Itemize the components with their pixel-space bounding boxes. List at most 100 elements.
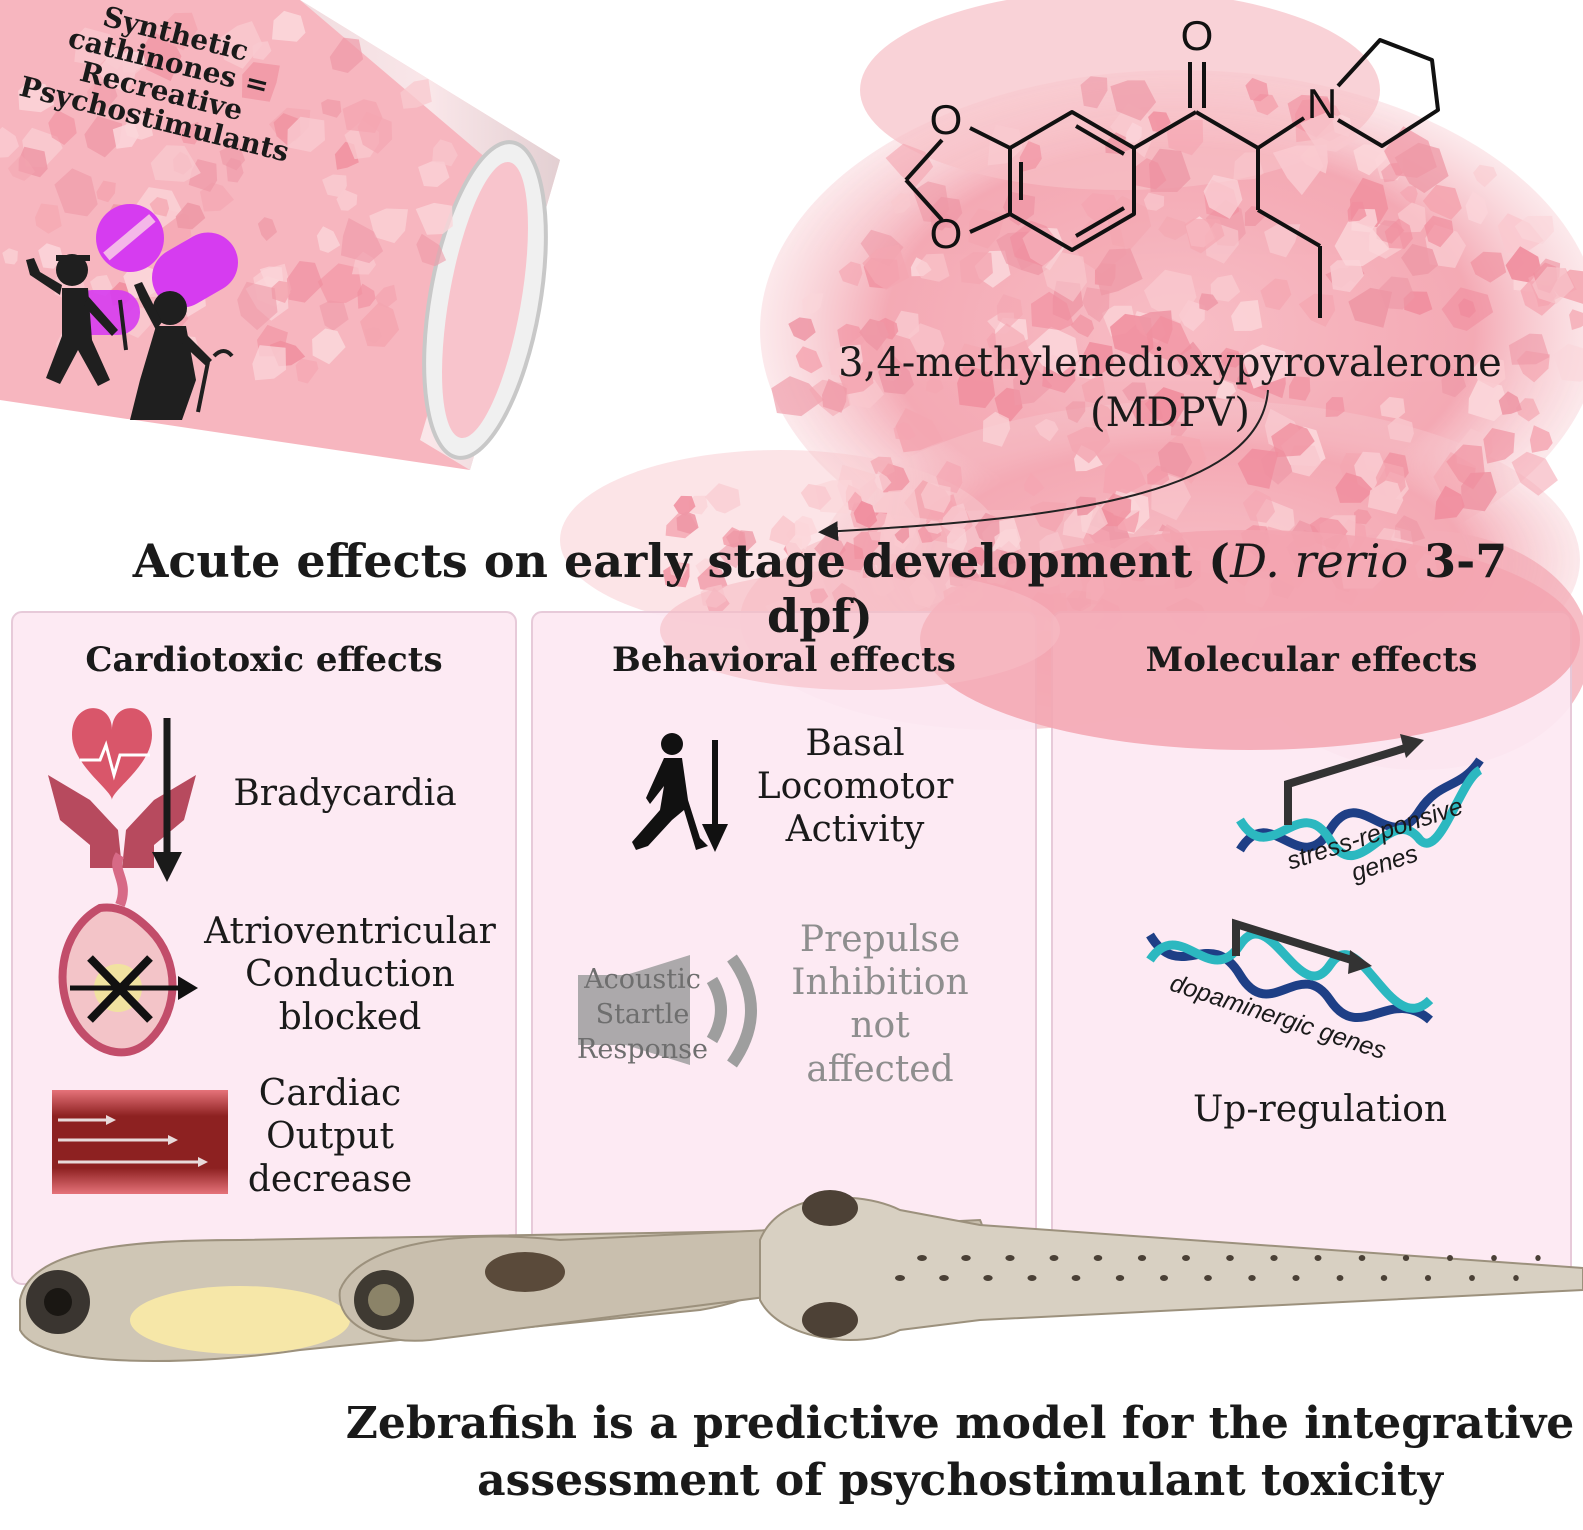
crystal-grain <box>1031 291 1074 331</box>
crystal-grain <box>1264 224 1301 258</box>
pigment-spot <box>1314 1255 1322 1261</box>
crystal-grain <box>1009 220 1063 268</box>
effect-line: Output <box>266 1116 394 1158</box>
crystal-grain <box>785 538 803 560</box>
crystal-grain <box>1105 195 1152 249</box>
crystal-grain <box>967 546 988 567</box>
crystal-grain <box>163 12 198 51</box>
pigment-spot <box>1292 1275 1300 1281</box>
crystal-grain <box>984 549 1003 568</box>
crystal-grain <box>982 411 1011 447</box>
prepulse-inhibition-label: Prepulse Inhibition not affected <box>770 918 990 1091</box>
crystal-grain <box>257 217 277 241</box>
crystal-grain <box>1148 111 1171 132</box>
crystal-grain <box>1027 326 1080 375</box>
walking-person-icon <box>632 733 708 850</box>
crystal-grain <box>316 226 341 253</box>
crystal-grain <box>1065 401 1086 423</box>
crystal-grain <box>1348 287 1393 328</box>
crystal-grain <box>929 196 963 229</box>
crystal-grain <box>219 21 263 69</box>
crystal-grain <box>178 121 201 145</box>
pigment-spot <box>1447 1255 1453 1261</box>
cardiac-output-label: Cardiac Output decrease <box>220 1072 440 1202</box>
crystal-grain <box>54 168 98 217</box>
crystal-grain <box>1515 398 1540 422</box>
crystal-grain <box>1237 448 1279 489</box>
effect-line: blocked <box>278 997 422 1039</box>
crystal-grain <box>1569 309 1583 330</box>
crystal-grain <box>1242 489 1275 523</box>
crystal-grain <box>1394 142 1449 194</box>
crystal-grain <box>859 318 889 351</box>
crystal-grain <box>1125 122 1142 143</box>
crystal-grain <box>1473 164 1497 188</box>
crystal-grain <box>1143 192 1165 211</box>
crystal-grain <box>870 456 895 476</box>
crystal-grain <box>673 495 696 516</box>
pigment-spot <box>895 1275 905 1281</box>
crystal-grain <box>1441 368 1467 398</box>
crystal-grain <box>996 294 1023 328</box>
pigment-spot <box>1005 1255 1015 1261</box>
pigment-spot <box>1380 1275 1388 1281</box>
pigment-spot <box>1049 1255 1059 1261</box>
crystal-grain <box>104 54 141 86</box>
crystal-grain <box>814 535 846 563</box>
crystal-grain <box>1144 269 1197 323</box>
crystal-grain <box>124 110 154 140</box>
crystal-grain <box>1231 300 1263 331</box>
crystal-grain <box>1468 379 1509 422</box>
effect-line: Prepulse <box>799 919 961 960</box>
crystal-grain <box>35 203 62 234</box>
crystal-grain <box>957 364 996 409</box>
crystal-grain <box>669 561 688 579</box>
crystal-grain <box>920 482 951 513</box>
crystal-grain <box>319 300 349 331</box>
crystal-grain <box>1132 158 1167 190</box>
crystal-grain <box>1203 174 1243 219</box>
species-name: D. rerio <box>1230 534 1409 588</box>
crystal-grain <box>1424 215 1454 248</box>
crystal-grain <box>676 511 699 534</box>
crystal-grain <box>941 503 969 537</box>
crystal-grain <box>801 293 824 316</box>
heart-hands-icon <box>48 708 196 868</box>
crystal-grain <box>915 253 950 282</box>
crystal-grain <box>226 157 244 183</box>
pigment-spot <box>1358 1255 1366 1261</box>
crystal-grain <box>874 471 892 492</box>
crystal-grain <box>1401 243 1439 276</box>
crystal-grain <box>1300 144 1328 174</box>
speaker-label-line: Response <box>577 1034 708 1066</box>
crystal-grain <box>1081 376 1106 404</box>
crystal-grain <box>400 79 432 109</box>
crystal-grain <box>1330 260 1364 293</box>
crystal-grain <box>1023 472 1045 497</box>
crystal-grain <box>322 174 347 198</box>
up-regulation-label: Up-regulation <box>1192 1089 1448 1130</box>
carbonyl-oxygen-atom: O <box>1181 12 1214 59</box>
connector-arrow <box>818 389 1269 542</box>
pigment-spot <box>1513 1275 1519 1281</box>
effect-line: Inhibition <box>791 962 969 1004</box>
crystal-grain <box>1422 184 1462 220</box>
crystal-grain <box>1387 417 1414 443</box>
crystal-grain <box>74 27 115 67</box>
crystal-grain <box>252 345 286 381</box>
crystal-grain <box>242 62 280 102</box>
crystal-grain <box>1081 341 1114 377</box>
crystal-grain <box>1245 77 1269 102</box>
crystal-grain <box>822 378 847 413</box>
crystal-grain <box>48 109 77 145</box>
pigment-spot <box>939 1275 949 1281</box>
crystal-grain <box>893 422 916 440</box>
crystal-grain <box>1041 252 1087 302</box>
crystal-grain <box>794 515 818 537</box>
ring-oxygen-bottom-atom: O <box>930 210 963 257</box>
crystal-grain <box>1473 355 1506 389</box>
speaker-label-line: Startle <box>595 999 690 1031</box>
zebrafish-pigment-spots <box>895 1255 1541 1281</box>
crystal-grain <box>1434 485 1465 520</box>
